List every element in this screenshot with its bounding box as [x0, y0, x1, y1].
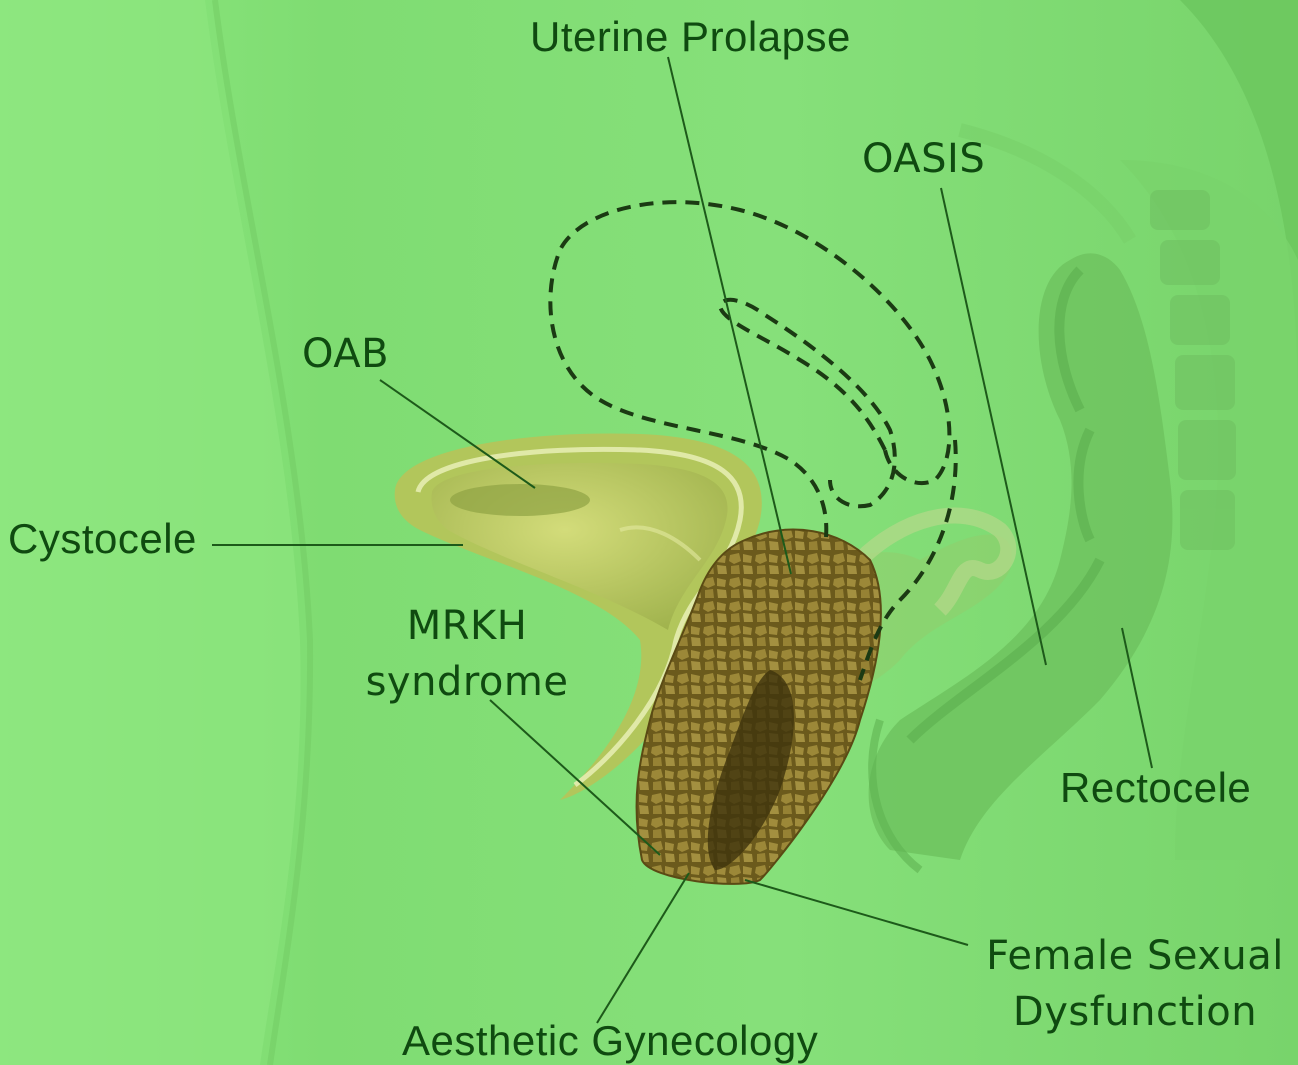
label-mrkh-line2: syndrome [352, 654, 582, 710]
label-uterine-prolapse: Uterine Prolapse [530, 12, 851, 62]
label-fsd-line2: Dysfunction [975, 984, 1295, 1040]
label-aesthetic-gynecology: Aesthetic Gynecology [402, 1016, 818, 1065]
label-fsd-line1: Female Sexual [975, 928, 1295, 984]
label-cystocele: Cystocele [8, 514, 197, 564]
label-mrkh-line1: MRKH [352, 598, 582, 654]
label-oasis: OASIS [862, 135, 985, 183]
label-female-sexual-dysfunction: Female Sexual Dysfunction [975, 928, 1295, 1040]
label-rectocele: Rectocele [1060, 763, 1251, 813]
label-oab: OAB [302, 330, 389, 378]
label-mrkh-syndrome: MRKH syndrome [352, 598, 582, 710]
